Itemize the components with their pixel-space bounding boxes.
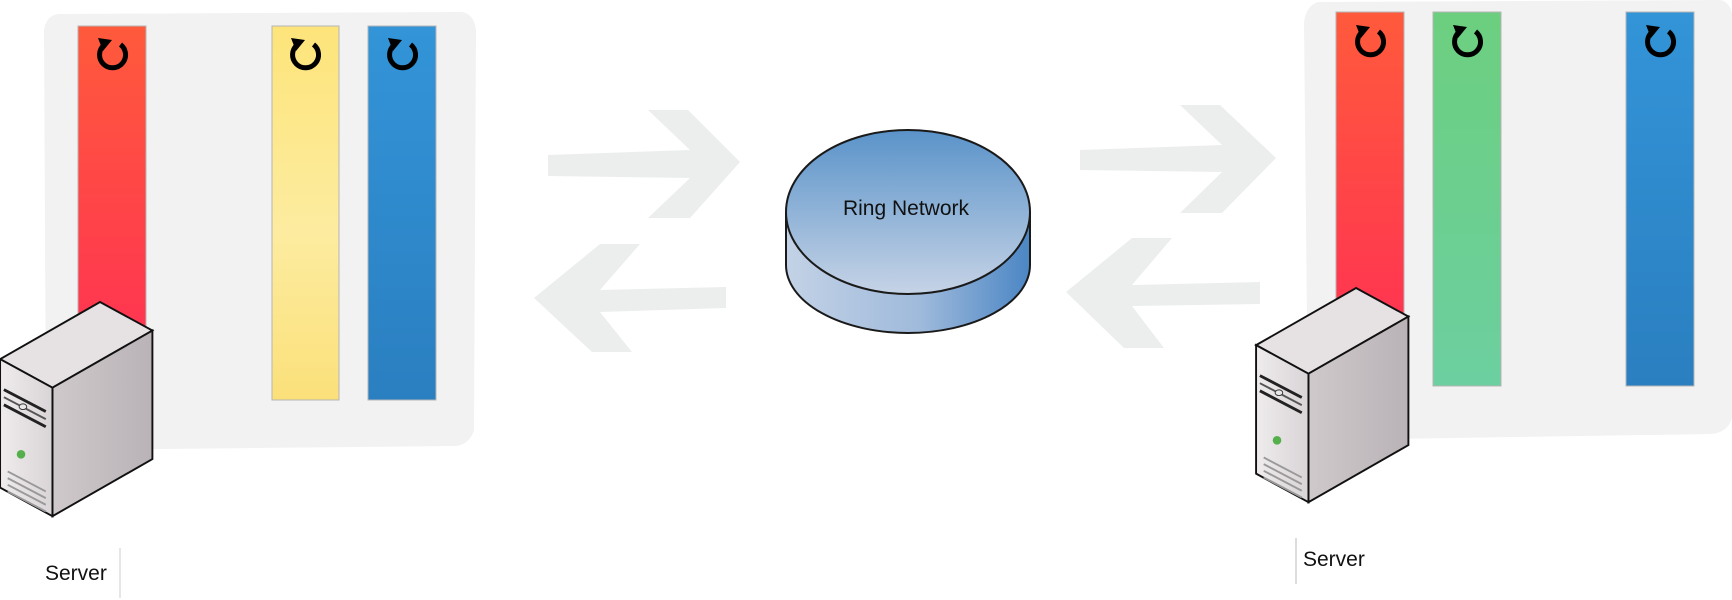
right-bar-green — [1432, 11, 1502, 387]
right-arrow-icon — [548, 110, 740, 218]
right-panel — [1304, 0, 1732, 440]
left-bar-yellow — [271, 25, 340, 401]
right-server-icon[interactable] — [1254, 286, 1410, 504]
left-server-icon[interactable] — [0, 300, 154, 518]
right-bar-blue — [1625, 11, 1695, 387]
left-node: Server — [0, 12, 476, 598]
right-server-label: Server — [1303, 548, 1365, 571]
left-arrow-icon — [1066, 238, 1260, 348]
right-arrows — [1066, 105, 1276, 348]
ring-network-label: Ring Network — [843, 197, 970, 220]
left-bar-blue — [367, 25, 437, 401]
left-arrows — [534, 110, 740, 352]
left-arrow-icon — [534, 244, 726, 352]
left-server-label: Server — [45, 562, 107, 585]
right-arrow-icon — [1080, 105, 1276, 213]
ring-network[interactable]: Ring Network — [785, 129, 1031, 334]
ring-network-top — [785, 129, 1031, 295]
right-node: Server — [1254, 0, 1732, 584]
